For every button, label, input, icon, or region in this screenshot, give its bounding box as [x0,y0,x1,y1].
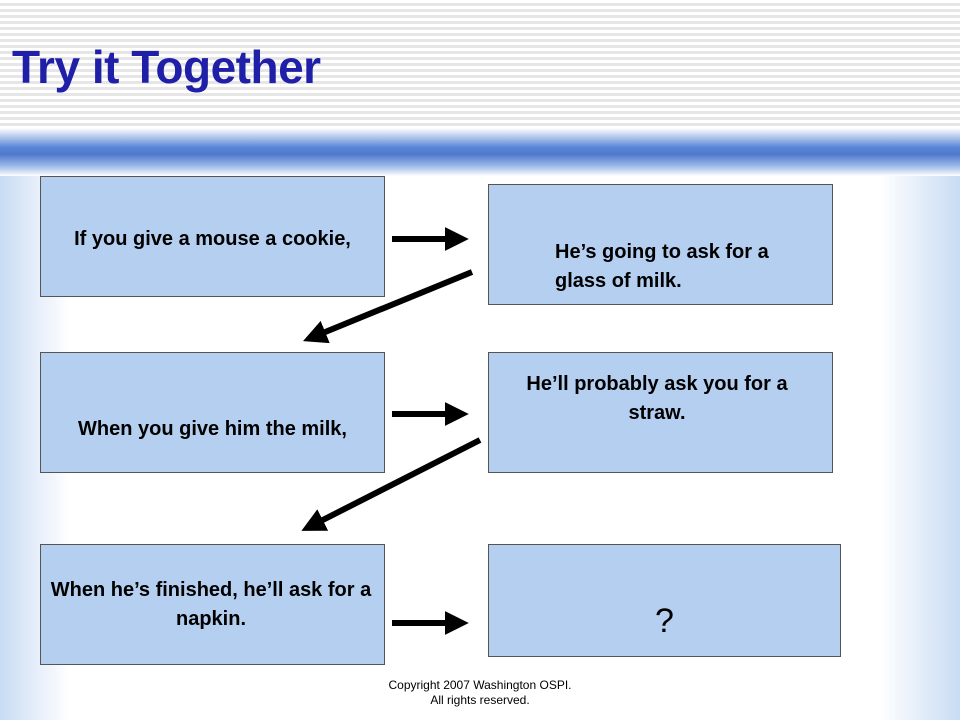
box-question: ? [488,544,841,657]
box-ask-napkin: When he’s finished, he’ll ask for a napk… [40,544,385,665]
arrow-row1-to-row2 [303,269,474,344]
box-ask-straw: He’ll probably ask you for a straw. [488,352,833,473]
copyright-footer: Copyright 2007 Washington OSPI. All righ… [0,678,960,708]
copyright-line: Copyright 2007 Washington OSPI. [388,678,572,692]
box-ask-napkin-text: When he’s finished, he’ll ask for a napk… [50,579,372,630]
box-give-milk: When you give him the milk, [40,352,385,473]
box-glass-of-milk: He’s going to ask for a glass of milk. [488,184,833,305]
rights-line: All rights reserved. [430,693,530,707]
box-mouse-cookie: If you give a mouse a cookie, [40,176,385,297]
box-glass-of-milk-text: He’s going to ask for a glass of milk. [555,241,769,292]
slide-title: Try it Together [12,41,321,93]
arrow-row2-to-row3 [301,437,482,531]
box-mouse-cookie-text: If you give a mouse a cookie, [74,228,351,250]
header-band [0,0,960,128]
box-ask-straw-text: He’ll probably ask you for a straw. [526,373,788,424]
box-give-milk-text: When you give him the milk, [78,418,347,440]
header-blue-bar [0,128,960,176]
box-question-text: ? [655,602,674,640]
